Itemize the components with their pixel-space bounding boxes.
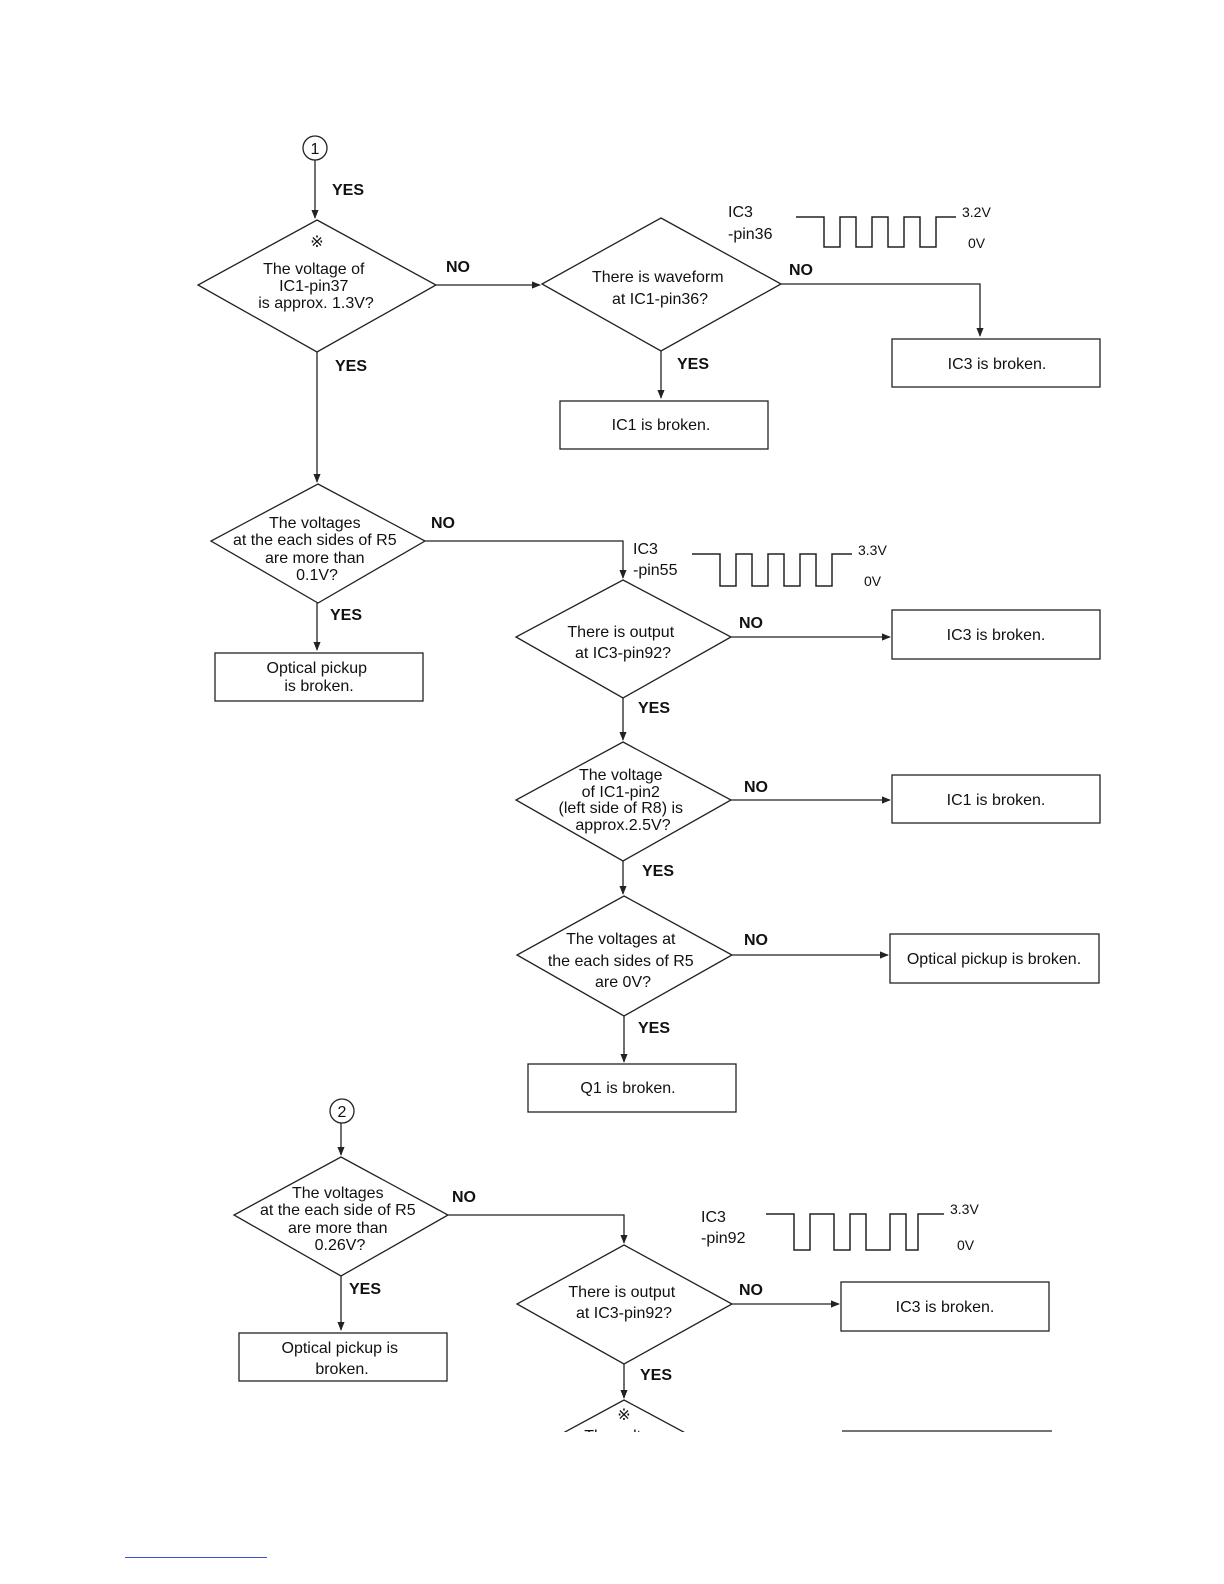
svg-text:3.3V: 3.3V — [858, 542, 887, 558]
result-q1-broken: Q1 is broken. — [527, 1063, 737, 1113]
decision-text: There is waveform at IC1-pin36? — [592, 269, 728, 308]
svg-text:2: 2 — [338, 1104, 347, 1121]
svg-text:IC3: IC3 — [633, 541, 658, 558]
svg-text:-pin36: -pin36 — [728, 226, 773, 243]
svg-text:0V: 0V — [968, 235, 986, 251]
result-ic1-broken: IC1 is broken. — [559, 400, 769, 450]
decision-output-ic3-pin92: There is output at IC3-pin92? — [514, 579, 733, 699]
edge-d7-d8 — [448, 1214, 628, 1244]
svg-text:IC3 is broken.: IC3 is broken. — [896, 1299, 995, 1316]
edge-label-no: NO — [739, 1282, 763, 1299]
svg-text:IC1 is broken.: IC1 is broken. — [947, 792, 1046, 809]
edge-label-yes: YES — [638, 700, 670, 717]
edge-label-yes: YES — [642, 863, 674, 880]
svg-text:3.2V: 3.2V — [962, 204, 991, 220]
svg-text:1: 1 — [311, 141, 320, 158]
decision-text: The voltages at the each side of R5 are … — [260, 1185, 420, 1254]
result-optical-pickup-broken: Optical pickup is broken. — [889, 933, 1100, 984]
edge-label-no: NO — [431, 515, 455, 532]
svg-text:0V: 0V — [957, 1237, 975, 1253]
svg-text:IC3: IC3 — [728, 204, 753, 221]
decision-ic1-pin2-voltage: The voltage of IC1-pin2 (left side of R8… — [514, 741, 733, 862]
reference-mark: ※ — [617, 1407, 630, 1424]
reference-mark: ※ — [310, 234, 323, 251]
edge-d3-d4 — [425, 540, 627, 579]
edge-label-yes: YES — [640, 1367, 672, 1384]
result-ic3-broken: IC3 is broken. — [891, 609, 1101, 660]
svg-text:0V: 0V — [864, 573, 882, 589]
result-optical-pickup-broken: Optical pickup is broken. — [238, 1332, 448, 1382]
connector-1: 1 — [302, 135, 328, 161]
svg-text:-pin92: -pin92 — [701, 1230, 746, 1247]
result-optical-pickup-broken: Optical pickup is broken. — [214, 652, 424, 702]
svg-text:The voltage: The voltage — [584, 1428, 668, 1445]
svg-text:3.3V: 3.3V — [950, 1201, 979, 1217]
decision-text: The voltage of IC1-pin37 is approx. 1.3V… — [258, 261, 374, 312]
decision-text: There is output at IC3-pin92? — [567, 624, 678, 662]
waveform-ic3-pin36: IC3 -pin36 3.2V 0V — [728, 204, 991, 251]
edge-label-yes: YES — [335, 358, 367, 375]
svg-text:IC3: IC3 — [701, 1209, 726, 1226]
edge-label-no: NO — [744, 932, 768, 949]
edge-label-no: NO — [744, 779, 768, 796]
edge-label-yes: YES — [638, 1020, 670, 1037]
decision-r5-voltage-0v: The voltages at the each sides of R5 are… — [515, 895, 734, 1017]
edge-label-no: NO — [452, 1189, 476, 1206]
decision-output-ic3-pin92: There is output at IC3-pin92? — [515, 1244, 734, 1365]
decision-cut-off: ※ The voltage — [563, 1399, 1052, 1445]
svg-text:IC1 is broken.: IC1 is broken. — [612, 417, 711, 434]
svg-text:Q1 is broken.: Q1 is broken. — [580, 1080, 675, 1097]
decision-r5-voltage-0-1v: The voltages at the each sides of R5 are… — [209, 483, 427, 604]
result-ic1-broken: IC1 is broken. — [891, 774, 1101, 824]
waveform-ic3-pin55: IC3 -pin55 3.3V 0V — [633, 541, 887, 589]
edge-label-no: NO — [446, 259, 470, 276]
decision-waveform-ic1-pin36: There is waveform at IC1-pin36? — [540, 217, 783, 352]
footer-divider — [125, 1557, 267, 1558]
svg-text:IC3 is broken.: IC3 is broken. — [948, 356, 1047, 373]
edge-label-yes: YES — [677, 356, 709, 373]
edge-label-no: NO — [789, 262, 813, 279]
edge-label-no: NO — [739, 615, 763, 632]
svg-text:IC3 is broken.: IC3 is broken. — [947, 627, 1046, 644]
svg-text:-pin55: -pin55 — [633, 562, 678, 579]
decision-ic1-pin37-voltage: ※ The voltage of IC1-pin37 is approx. 1.… — [196, 219, 438, 353]
svg-text:Optical pickup is broken: Optical pickup is broken. — [267, 660, 372, 695]
decision-text: There is output at IC3-pin92? — [568, 1284, 679, 1322]
edge-label-yes: YES — [349, 1281, 381, 1298]
edge-label-yes: YES — [332, 182, 364, 199]
decision-text: The voltages at the each sides of R5 are… — [233, 515, 401, 584]
decision-r5-voltage-0-26v: The voltages at the each side of R5 are … — [232, 1156, 450, 1277]
svg-text:Optical pickup is broken: Optical pickup is broken. — [282, 1340, 403, 1378]
svg-text:Optical pickup is broken.: Optical pickup is broken. — [907, 951, 1081, 968]
decision-text: The voltages at the each sides of R5 are… — [548, 931, 698, 991]
edge-label-yes: YES — [330, 607, 362, 624]
waveform-ic3-pin92: IC3 -pin92 3.3V 0V — [701, 1201, 979, 1253]
result-ic3-broken: IC3 is broken. — [891, 338, 1101, 388]
edge-d2-r1 — [781, 283, 984, 337]
result-ic3-broken: IC3 is broken. — [840, 1281, 1050, 1332]
decision-text: The voltage of IC1-pin2 (left side of R8… — [559, 767, 688, 834]
connector-2: 2 — [329, 1098, 355, 1124]
